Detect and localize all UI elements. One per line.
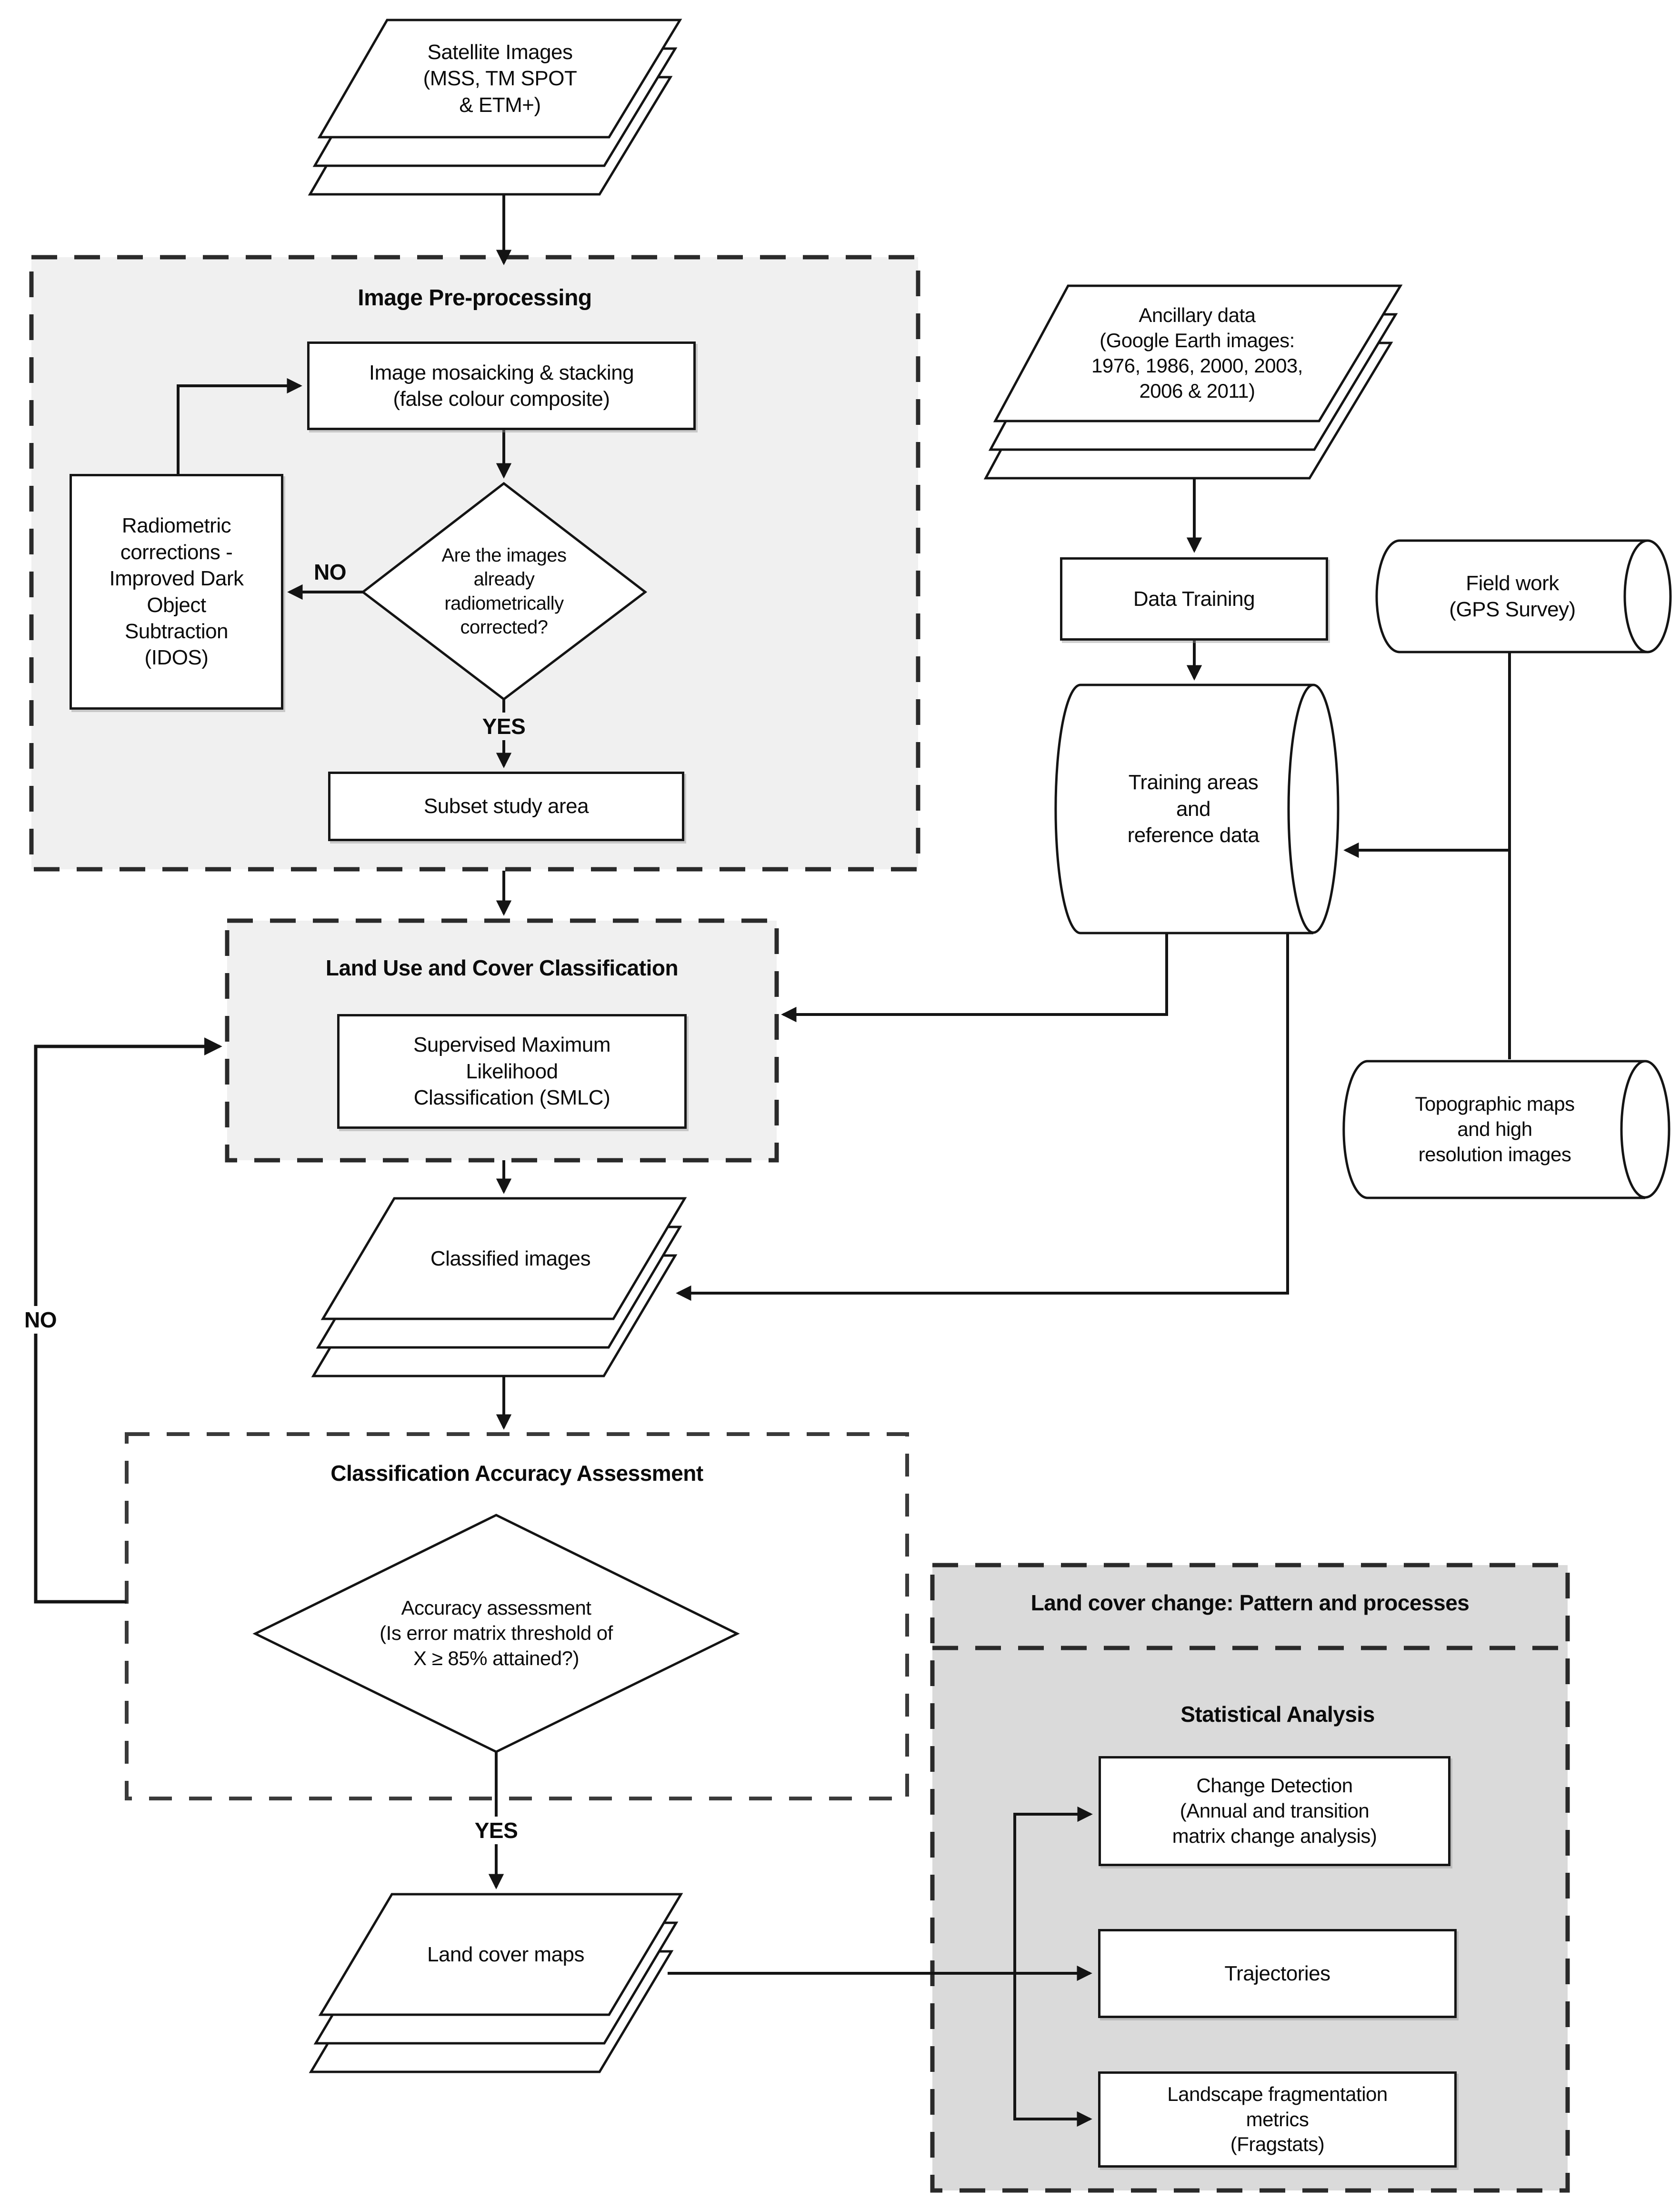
smlc-label: Supervised Maximum Likelihood Classifica… [413, 1033, 611, 1110]
land-cover-maps-stack: Land cover maps [308, 1891, 685, 2075]
stacked-sheets-icon [311, 1197, 687, 1377]
data-training-label: Data Training [1133, 587, 1255, 611]
section-title-statistical-analysis: Statistical Analysis [1180, 1702, 1375, 1727]
field-work-label: Field work (GPS Survey) [1449, 571, 1576, 621]
cylinder-icon [1054, 683, 1340, 934]
subset-study-area-box: Subset study area [328, 772, 684, 841]
diamond-icon [252, 1514, 740, 1753]
classified-images-stack: Classified images [310, 1195, 689, 1379]
topographic-maps-cylinder: Topographic maps and high resolution ima… [1340, 1058, 1680, 1201]
subset-study-area-label: Subset study area [423, 794, 589, 818]
stacked-sheets-icon [308, 19, 682, 196]
sheet-1 [993, 284, 1403, 422]
image-mosaicking-box: Image mosaicking & stacking (false colou… [307, 342, 696, 430]
image-mosaicking-label: Image mosaicking & stacking (false colou… [369, 361, 634, 411]
trajectories-box: Trajectories [1098, 1929, 1457, 2018]
satellite-images-label: Satellite Images (MSS, TM SPOT & ETM+) [423, 40, 577, 117]
section-title-image-preprocessing: Image Pre-processing [358, 285, 592, 311]
change-detection-label: Change Detection (Annual and transition … [1172, 1774, 1377, 1847]
landscape-fragmentation-box: Landscape fragmentation metrics (Fragsta… [1098, 2071, 1457, 2168]
stacked-sheets-icon [309, 1893, 683, 2073]
radiometric-decision-label: Are the images already radiometrically c… [441, 544, 567, 638]
edge-label-yes-accuracy: YES [451, 1817, 541, 1844]
sheet-1 [320, 1197, 687, 1320]
classified-images-label: Classified images [430, 1246, 591, 1270]
cylinder-icon [1375, 539, 1672, 653]
ancillary-data-label: Ancillary data (Google Earth images: 197… [1091, 304, 1303, 402]
sheet-1 [317, 19, 682, 139]
diamond-icon [360, 482, 648, 701]
edge-spine-to-fragmentation [1013, 1973, 1092, 2127]
cylinder-icon [1342, 1060, 1670, 1199]
sheet-1 [318, 1893, 683, 2016]
edge-trainingareas-to-classified [676, 932, 1289, 1301]
stacked-sheets-icon [983, 284, 1403, 480]
data-training-box: Data Training [1060, 557, 1328, 641]
accuracy-decision-diamond: Accuracy assessment (Is error matrix thr… [252, 1512, 740, 1755]
radiometric-decision-diamond: Are the images already radiometrically c… [360, 481, 648, 702]
training-areas-label: Training areas and reference data [1127, 771, 1260, 847]
section-title-land-cover-change: Land cover change: Pattern and processes [1030, 1590, 1470, 1615]
ancillary-data-stack: Ancillary data (Google Earth images: 197… [983, 283, 1407, 484]
edge-label-no-accuracy: NO [0, 1306, 81, 1334]
landscape-fragmentation-label: Landscape fragmentation metrics (Fragsta… [1167, 2082, 1388, 2156]
topographic-maps-label: Topographic maps and high resolution ima… [1415, 1093, 1575, 1165]
smlc-box: Supervised Maximum Likelihood Classifica… [337, 1014, 687, 1129]
edge-radiometric-to-mosaicking [177, 378, 302, 474]
trajectories-label: Trajectories [1224, 1961, 1330, 1985]
satellite-images-stack: Satellite Images (MSS, TM SPOT & ETM+) [307, 17, 685, 198]
section-title-land-use-classification: Land Use and Cover Classification [325, 955, 679, 980]
land-cover-maps-label: Land cover maps [427, 1942, 585, 1966]
edge-trainingareas-to-landuse [781, 932, 1168, 1023]
accuracy-decision-label: Accuracy assessment (Is error matrix thr… [380, 1597, 613, 1669]
edge-label-no-radiometric: NO [314, 560, 347, 584]
field-work-cylinder: Field work (GPS Survey) [1372, 538, 1680, 655]
section-title-accuracy-assessment: Classification Accuracy Assessment [330, 1461, 703, 1486]
edge-spine-to-changedetection [1013, 1806, 1093, 1973]
radiometric-corrections-label: Radiometric corrections - Improved Dark … [109, 514, 244, 670]
edge-label-yes-radiometric: YES [459, 713, 549, 740]
change-detection-box: Change Detection (Annual and transition … [1099, 1756, 1450, 1866]
training-areas-cylinder: Training areas and reference data [1053, 682, 1341, 936]
radiometric-corrections-box: Radiometric corrections - Improved Dark … [70, 474, 283, 710]
